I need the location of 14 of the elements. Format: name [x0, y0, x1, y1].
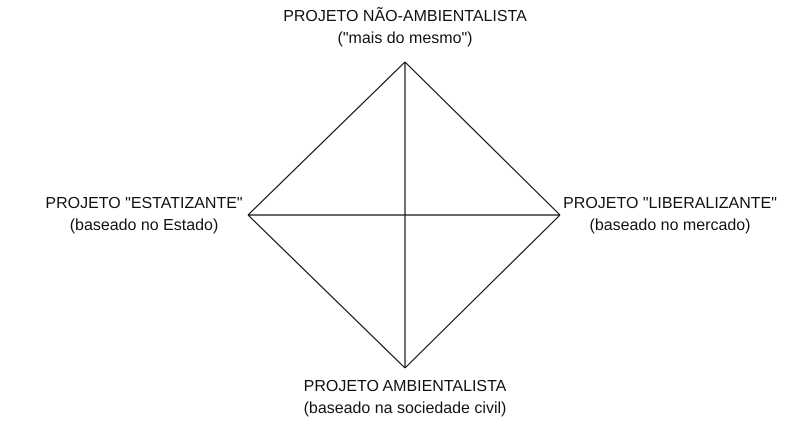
- project-subtitle: (baseado na sociedade civil): [304, 399, 506, 419]
- connector-line: [248, 62, 406, 216]
- connector-line: [248, 214, 406, 368]
- project-title: PROJETO AMBIENTALISTA: [304, 377, 506, 397]
- project-title: PROJETO NÃO-AMBIENTALISTA: [283, 6, 527, 27]
- connector-line: [404, 62, 560, 216]
- connector-line: [404, 214, 560, 368]
- project-title: PROJETO "LIBERALIZANTE": [563, 194, 777, 214]
- project-subtitle: (baseado no Estado): [70, 216, 218, 236]
- project-subtitle: (baseado no mercado): [590, 216, 750, 236]
- connector-line: [404, 62, 406, 368]
- project-subtitle: ("mais do mesmo"): [338, 29, 472, 49]
- project-title: PROJETO "ESTATIZANTE": [45, 194, 243, 214]
- connector-line: [248, 214, 560, 216]
